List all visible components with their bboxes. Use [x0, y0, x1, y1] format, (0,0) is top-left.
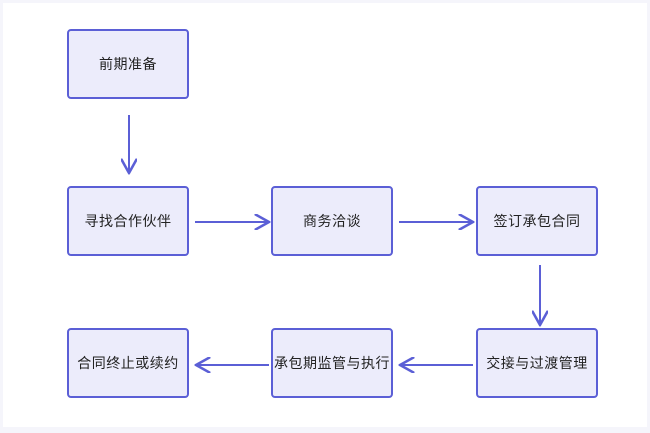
node-terminate-renew: 合同终止或续约	[67, 328, 189, 398]
node-find-partner: 寻找合作伙伴	[67, 186, 189, 256]
edges-layer	[3, 115, 650, 433]
diagram-canvas: 前期准备 寻找合作伙伴 商务洽谈 签订承包合同 交接与过渡管理 承包期监管与执行…	[3, 3, 647, 427]
node-prep-label: 前期准备	[99, 57, 157, 73]
node-handover-label: 交接与过渡管理	[486, 356, 588, 372]
node-monitor-execute: 承包期监管与执行	[271, 328, 393, 398]
node-terminate-renew-label: 合同终止或续约	[77, 356, 179, 372]
node-prep: 前期准备	[67, 29, 189, 99]
node-negotiate: 商务洽谈	[271, 186, 393, 256]
node-sign-contract: 签订承包合同	[476, 186, 598, 256]
node-sign-contract-label: 签订承包合同	[493, 214, 581, 230]
node-handover: 交接与过渡管理	[476, 328, 598, 398]
node-monitor-execute-label: 承包期监管与执行	[274, 356, 390, 372]
node-find-partner-label: 寻找合作伙伴	[84, 214, 172, 230]
node-negotiate-label: 商务洽谈	[303, 214, 361, 230]
